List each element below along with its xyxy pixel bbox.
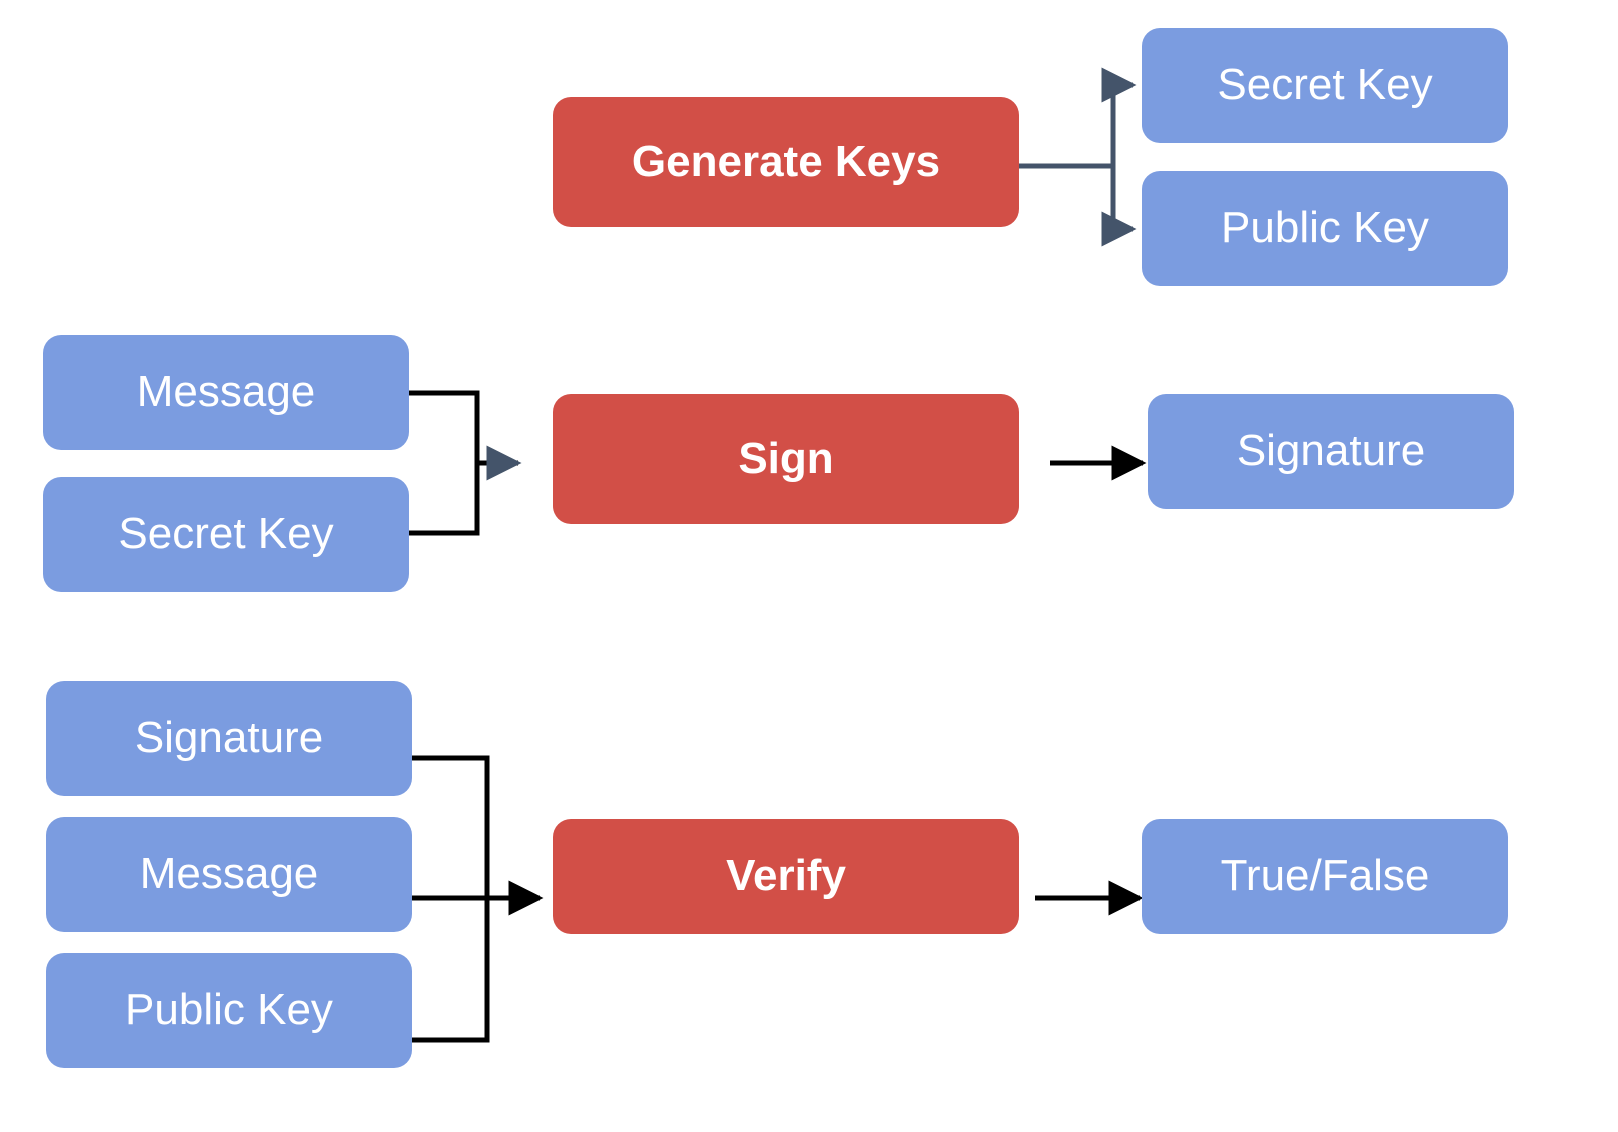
- node-output-secret-key-label: Secret Key: [1217, 60, 1433, 110]
- node-input-sign-secret-key-label: Secret Key: [118, 509, 334, 559]
- node-verify[interactable]: Verify: [553, 819, 1019, 934]
- node-input-verify-signature-label: Signature: [134, 713, 324, 763]
- node-output-secret-key[interactable]: Secret Key: [1142, 28, 1508, 143]
- node-output-true-false-label: True/False: [1220, 851, 1430, 901]
- node-input-verify-public-key-label: Public Key: [125, 985, 333, 1035]
- node-generate-keys[interactable]: Generate Keys: [553, 97, 1019, 227]
- connector-generate-keys-split: [1018, 67, 1137, 247]
- node-input-verify-signature[interactable]: Signature: [46, 681, 412, 796]
- connector-sign-inputs: [408, 390, 522, 536]
- node-input-verify-message[interactable]: Message: [46, 817, 412, 932]
- node-output-public-key[interactable]: Public Key: [1142, 171, 1508, 286]
- node-sign-label: Sign: [738, 433, 834, 483]
- node-output-public-key-label: Public Key: [1221, 203, 1429, 253]
- node-verify-label: Verify: [726, 851, 846, 901]
- node-generate-keys-label: Generate Keys: [631, 136, 941, 186]
- node-input-verify-message-label: Message: [139, 849, 319, 899]
- node-output-signature-label: Signature: [1236, 426, 1426, 476]
- node-input-sign-message-label: Message: [136, 367, 316, 417]
- connector-verify-inputs: [408, 755, 544, 1043]
- node-output-signature[interactable]: Signature: [1148, 394, 1514, 509]
- node-output-true-false[interactable]: True/False: [1142, 819, 1508, 934]
- node-input-sign-message[interactable]: Message: [43, 335, 409, 450]
- node-input-verify-public-key[interactable]: Public Key: [46, 953, 412, 1068]
- node-sign[interactable]: Sign: [553, 394, 1019, 524]
- node-input-sign-secret-key[interactable]: Secret Key: [43, 477, 409, 592]
